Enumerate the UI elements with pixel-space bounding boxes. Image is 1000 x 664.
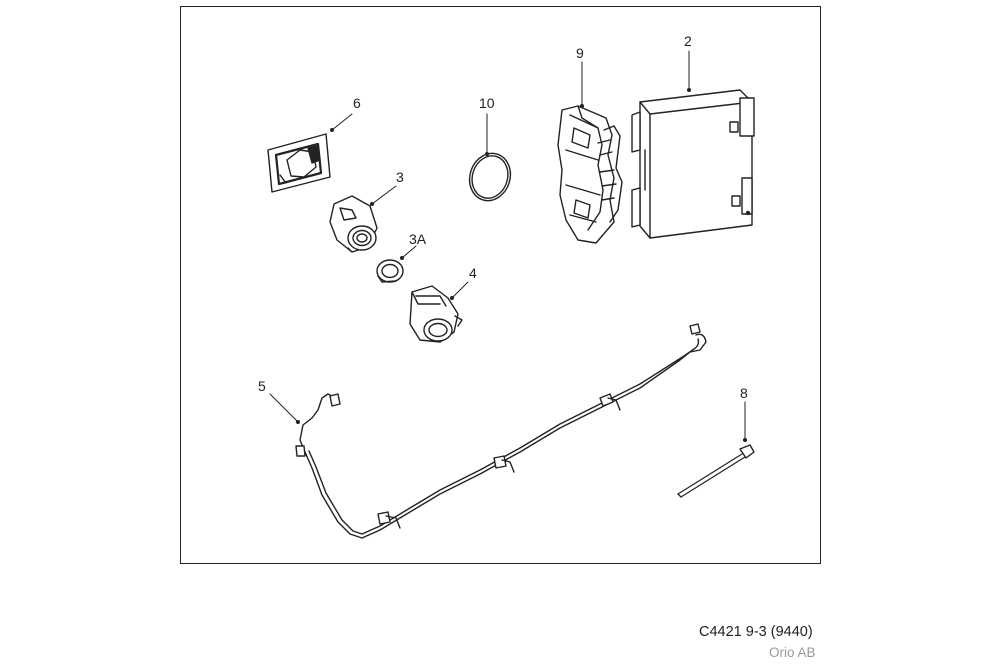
part-4-sensor-holder [409, 285, 463, 343]
callout-10: 10 [479, 95, 495, 111]
callout-4: 4 [469, 265, 477, 281]
callout-6: 6 [353, 95, 361, 111]
callout-leaders [269, 50, 746, 441]
part-3a-ring [376, 259, 404, 283]
callout-dots [296, 88, 747, 442]
callout-5: 5 [258, 378, 266, 394]
callout-8: 8 [740, 385, 748, 401]
figure-code: C4421 9-3 (9440) [699, 624, 813, 640]
callout-3a: 3A [409, 231, 427, 247]
part-10-o-ring [468, 152, 512, 202]
callout-2: 2 [684, 33, 692, 49]
part-2-control-module [631, 89, 755, 239]
callout-3: 3 [396, 169, 404, 185]
part-9-bracket [557, 105, 623, 244]
part-5-wiring-harness [295, 323, 707, 539]
part-8-cable-tie [677, 444, 755, 498]
callout-9: 9 [576, 45, 584, 61]
part-3-sensor [329, 195, 378, 253]
part-6-gasket-plate [267, 133, 331, 193]
brand-label: Orio AB [769, 645, 816, 660]
